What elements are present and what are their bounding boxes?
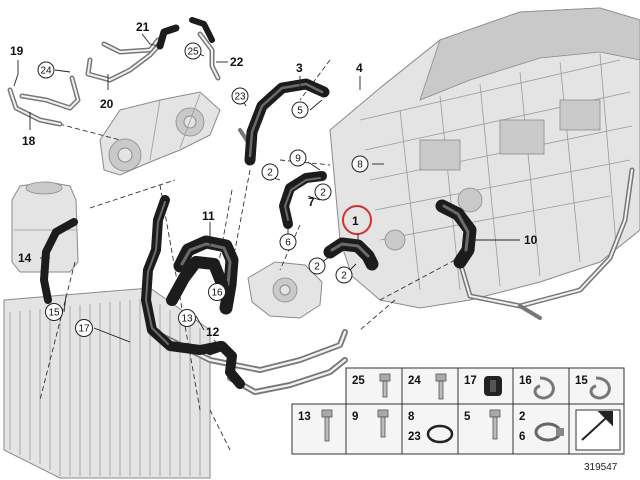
circled-label-15: 15 (45, 303, 63, 321)
label-20: 20 (100, 97, 114, 111)
svg-text:9: 9 (295, 154, 301, 165)
screw-icon (489, 409, 501, 440)
circled-label-2-lower-right: 2 (335, 266, 353, 284)
circled-label-13: 13 (178, 309, 196, 327)
rubber-grommet-icon (484, 376, 502, 396)
legend-item-5: 5 (464, 411, 471, 423)
label-21: 21 (136, 20, 150, 34)
legend-item-9: 9 (352, 411, 358, 423)
circled-label-5: 5 (291, 101, 309, 119)
reference-number: 319547 (584, 462, 618, 473)
svg-text:25: 25 (187, 47, 199, 58)
circled-label-2-upper: 2 (261, 163, 279, 181)
legend-item-17: 17 (464, 375, 477, 387)
svg-text:8: 8 (357, 160, 363, 171)
legend-item-15: 15 (575, 375, 588, 387)
svg-text:13: 13 (181, 314, 193, 325)
legend-item-24: 24 (408, 375, 421, 387)
circled-label-25: 25 (184, 42, 202, 60)
hose-clip-icon (589, 376, 611, 400)
label-18: 18 (22, 134, 36, 148)
circled-label-16: 16 (208, 283, 226, 301)
screw-icon (435, 373, 447, 400)
svg-text:2: 2 (267, 168, 273, 179)
label-4: 4 (356, 61, 363, 75)
circled-label-8: 8 (351, 155, 369, 173)
svg-text:5: 5 (297, 106, 303, 117)
leader-lines (13, 33, 520, 349)
svg-text:2: 2 (320, 188, 326, 199)
legend-item-2: 2 (519, 411, 525, 423)
water-pump (247, 261, 323, 319)
circled-label-6: 6 (279, 233, 297, 251)
engine-block (329, 7, 640, 309)
legend-item-13: 13 (298, 411, 311, 423)
turbo-manifold (99, 91, 221, 176)
legend-item-23: 23 (408, 431, 421, 443)
label-22: 22 (230, 55, 244, 69)
legend-item-25: 25 (352, 375, 365, 387)
circled-label-17: 17 (75, 319, 93, 337)
arrow-sign-icon (575, 409, 621, 451)
svg-text:6: 6 (285, 238, 291, 249)
svg-text:2: 2 (314, 262, 320, 273)
bolt-icon (377, 409, 389, 438)
circled-label-2-mid: 2 (314, 183, 332, 201)
svg-text:16: 16 (211, 288, 223, 299)
label-19: 19 (10, 44, 24, 58)
coolant-hoses (40, 17, 477, 389)
hardware-legend: 25 24 17 16 15 13 9 8 23 5 2 6 (291, 367, 625, 455)
label-1: 1 (352, 214, 359, 228)
label-12: 12 (206, 325, 220, 339)
callout-labels: 19 18 20 21 22 3 4 7 1 10 11 14 12 24 25… (10, 20, 538, 339)
legend-item-16: 16 (519, 375, 532, 387)
label-14: 14 (18, 251, 32, 265)
svg-text:17: 17 (78, 324, 90, 335)
label-3: 3 (296, 61, 303, 75)
highlight-ring (342, 205, 372, 235)
svg-text:24: 24 (40, 66, 52, 77)
label-11: 11 (202, 209, 215, 223)
expansion-tank (11, 181, 79, 273)
legend-item-6: 6 (519, 431, 525, 443)
bolt-icon (321, 409, 333, 442)
label-7: 7 (308, 195, 315, 209)
legend-item-8: 8 (408, 411, 415, 423)
circled-label-24: 24 (37, 61, 55, 79)
circled-label-23: 23 (231, 87, 249, 105)
screw-icon (379, 373, 391, 398)
circled-label-2-lower-left: 2 (308, 257, 326, 275)
svg-text:15: 15 (48, 308, 60, 319)
o-ring-icon (426, 424, 454, 444)
hose-clamp-icon (534, 422, 564, 442)
svg-text:23: 23 (234, 92, 246, 103)
svg-text:2: 2 (341, 271, 347, 282)
label-10: 10 (524, 233, 538, 247)
circled-label-9: 9 (289, 149, 307, 167)
hose-clip-icon (533, 376, 555, 400)
